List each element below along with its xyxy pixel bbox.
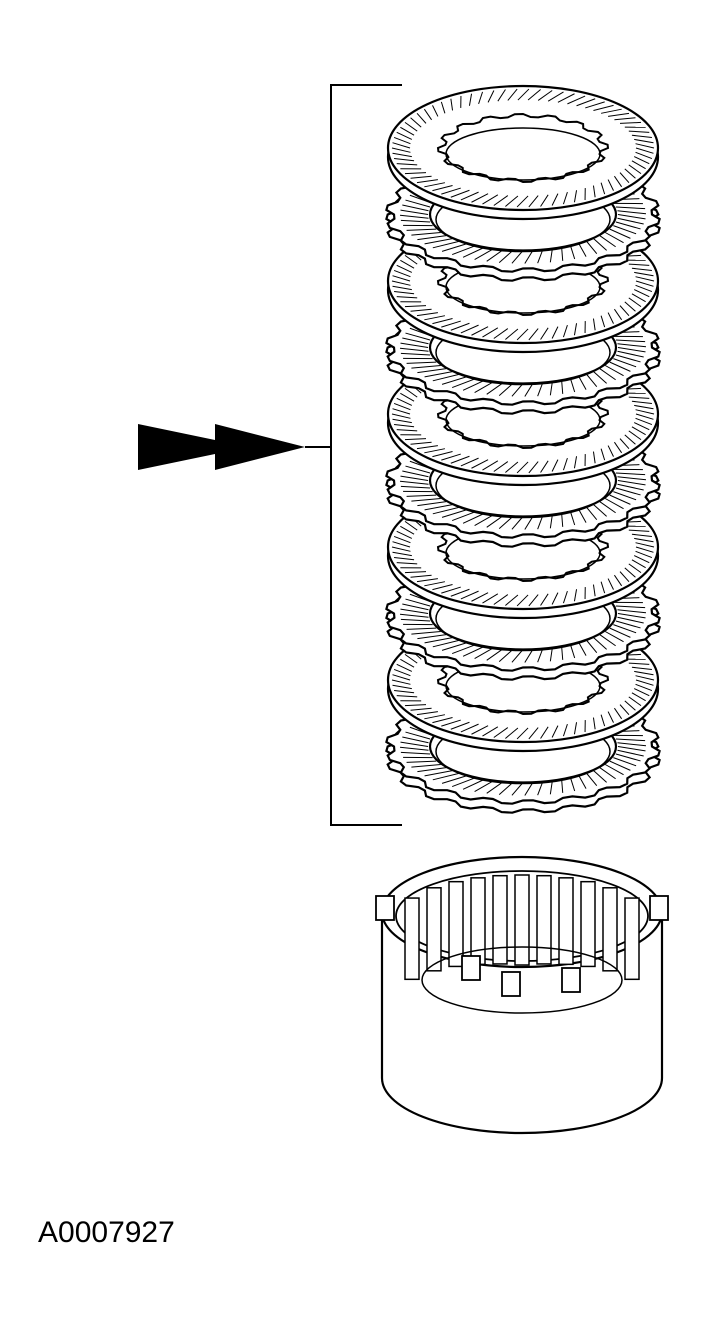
hub-spline [602,887,618,972]
hub-spline [558,877,574,966]
hub-spline [492,874,508,965]
hub-lug [461,955,481,981]
steel-plate [386,84,660,221]
clutch-pack-bracket [330,84,402,826]
hub-spline-base [421,946,623,1014]
hub-spline [580,880,596,968]
hub-spline [448,880,464,968]
hub-lug [375,895,395,921]
clutch-hub-drum [375,855,669,1135]
hub-spline [404,897,420,981]
bracket-line [330,84,402,826]
hub-spline [536,874,552,965]
hub-lug [501,971,521,997]
hub-lug [649,895,669,921]
clutch-disc-stack [385,84,661,814]
hub-drum-body [380,912,664,1135]
hub-spline [426,887,442,972]
figure-id-label: A0007927 [38,1216,175,1249]
pointer-arrow-icon [138,424,331,470]
hub-spline [514,874,530,966]
hub-lug [561,967,581,993]
arrow-shape [138,424,305,470]
hub-spline [624,897,640,981]
